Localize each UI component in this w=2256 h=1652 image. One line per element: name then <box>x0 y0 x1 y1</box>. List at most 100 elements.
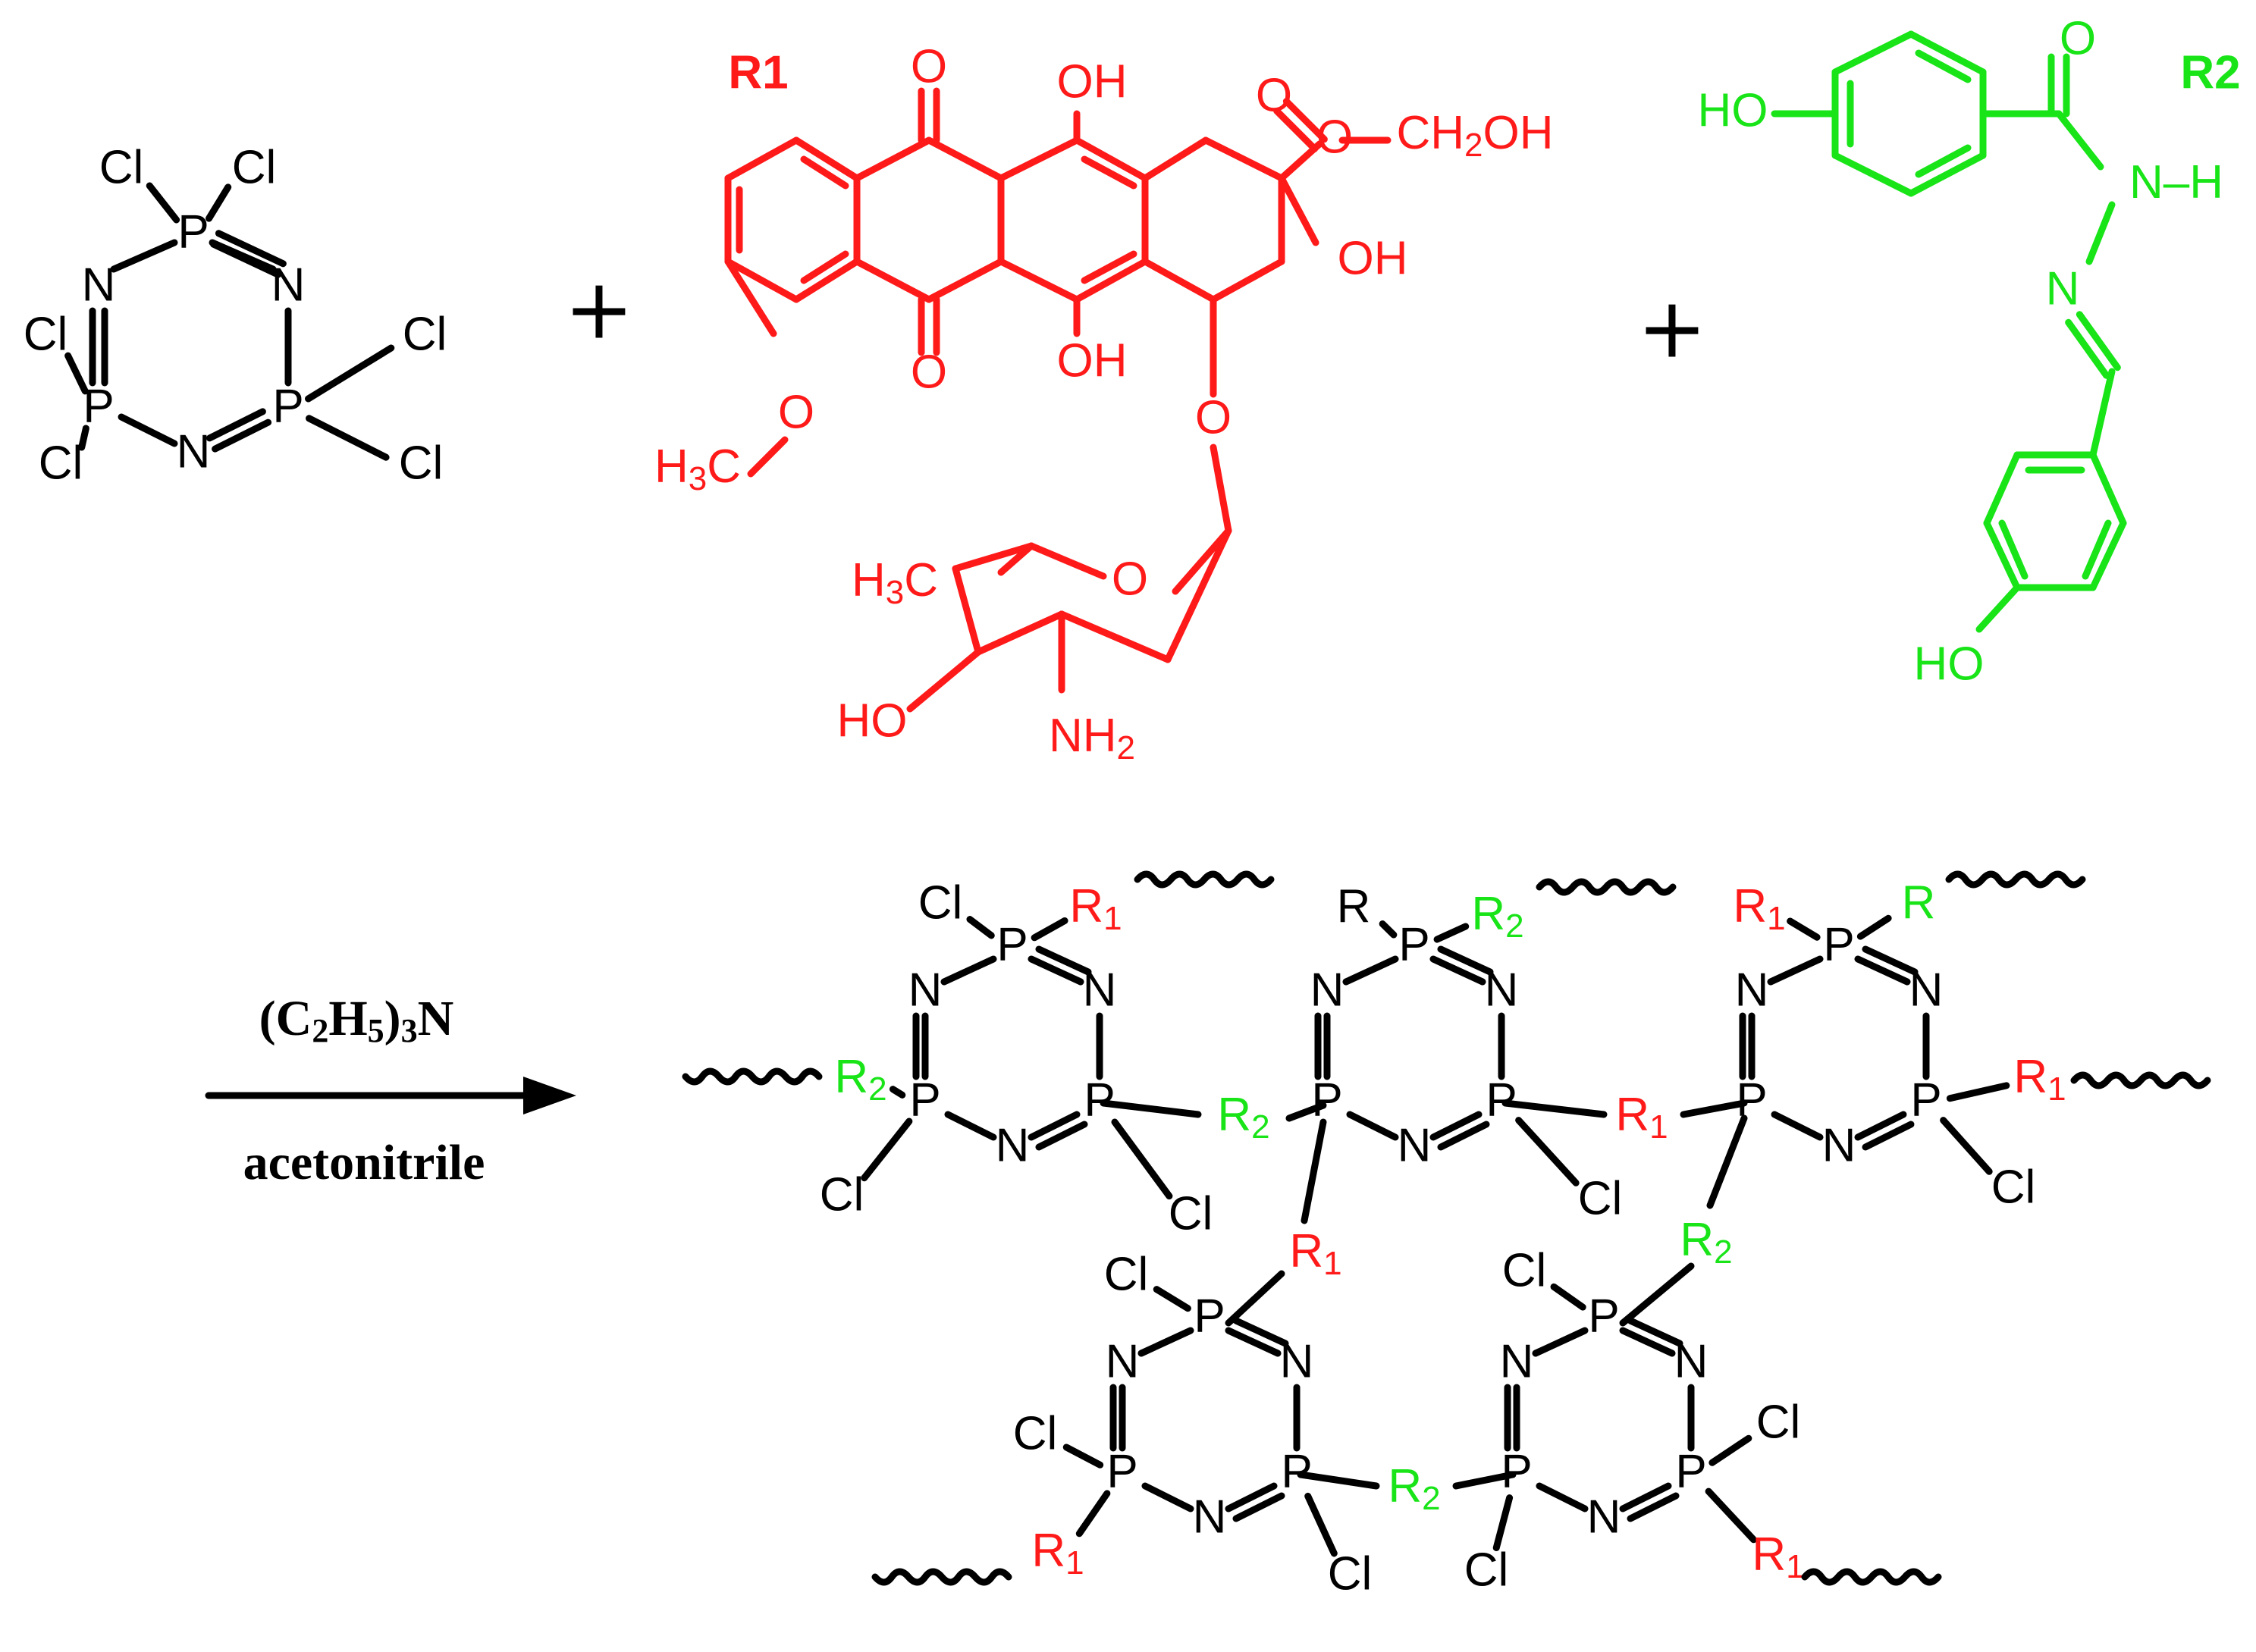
ring-p: P <box>1910 1074 1941 1126</box>
cl-atom: Cl <box>99 141 144 193</box>
oh-group: OH <box>1057 55 1128 108</box>
solvent-label: acetonitrile <box>243 1135 485 1190</box>
ring-bond <box>2082 519 2112 580</box>
ring-n: N <box>1310 964 1345 1016</box>
cl-atom: Cl <box>1756 1396 1801 1448</box>
ring-n: N <box>996 1119 1030 1171</box>
phos-n: N <box>271 259 306 311</box>
cl-bond <box>64 352 89 395</box>
cl-atom: Cl <box>1013 1407 1058 1459</box>
o-atom: O <box>778 386 814 438</box>
link-bond <box>1452 1471 1517 1490</box>
ring-bond <box>1983 451 2021 527</box>
sugar-bond <box>1058 610 1172 663</box>
r1-substituent: R1 <box>2013 1051 2066 1107</box>
ring-bond <box>1073 136 1149 182</box>
ring-p: P <box>1588 1290 1619 1342</box>
r1-substituent: R1 <box>1069 880 1122 936</box>
sub-bond <box>1111 1118 1173 1200</box>
link-bond <box>1501 1099 1608 1118</box>
ring-bond <box>1831 30 1915 76</box>
sugar-bond <box>1028 542 1107 580</box>
ring-bond <box>1141 136 1210 182</box>
ring-bond <box>1532 1327 1589 1357</box>
ho-bond <box>906 648 982 713</box>
ring-bond <box>1028 1111 1081 1141</box>
imine <box>2076 311 2121 371</box>
ring-bond <box>925 258 1005 303</box>
ring-bond <box>215 230 287 268</box>
ring-bond <box>1429 955 1486 986</box>
phos-p: P <box>272 380 303 432</box>
wavy-bond <box>2070 1071 2211 1089</box>
ring-p: P <box>1084 1074 1115 1126</box>
carbonyl <box>1273 107 1319 152</box>
ring-bond <box>1073 258 1149 303</box>
ring-bond <box>206 408 266 442</box>
ho-group: HO <box>837 694 908 747</box>
link-bond <box>1619 1262 1695 1327</box>
ring-bond <box>925 136 1005 182</box>
cl-bond <box>306 415 390 461</box>
ring-bond <box>940 955 997 986</box>
ring-n: N <box>1398 1119 1432 1171</box>
ring-n: N <box>1485 964 1519 1016</box>
cl-atom: Cl <box>1464 1544 1509 1596</box>
cl-bond <box>206 183 232 222</box>
r1-substituent: R1 <box>1752 1528 1804 1585</box>
sub-bond <box>1705 1487 1757 1544</box>
ring-bond <box>1346 1111 1399 1141</box>
link-bond <box>1297 1471 1380 1490</box>
h3c-group: H3C <box>654 440 741 497</box>
o-atom: O <box>911 346 947 398</box>
ring-p: P <box>1675 1445 1706 1497</box>
ring-bond <box>1342 955 1399 986</box>
r1-linker: R1 <box>1615 1089 1668 1145</box>
ring-p: P <box>996 918 1028 970</box>
ring-bond <box>1210 258 1285 303</box>
link-bond <box>1285 1102 1327 1122</box>
plus-sign: + <box>1637 279 1707 376</box>
methoxy-bond <box>747 436 789 478</box>
ring-n: N <box>1083 964 1117 1016</box>
link-bond <box>1225 1270 1285 1327</box>
ring-n: N <box>1822 1119 1856 1171</box>
ring-bond <box>1035 945 1092 976</box>
cl-atom: Cl <box>918 876 963 929</box>
ring-bond <box>110 239 178 273</box>
nh-group: N–H <box>2129 156 2223 208</box>
r2-label: R2 <box>2180 46 2240 99</box>
wavy-bond <box>1536 878 1677 896</box>
sub-bond <box>1153 1286 1191 1312</box>
hydrazone-bond <box>2085 201 2116 265</box>
ring-p: P <box>1501 1445 1532 1497</box>
wavy-bond <box>1801 1568 1942 1586</box>
ring-bond <box>1907 152 1987 197</box>
ring-bond <box>724 136 800 182</box>
link-bond <box>1301 1118 1327 1224</box>
cl-atom: Cl <box>1104 1248 1149 1300</box>
ring-bond <box>792 258 861 303</box>
r-substituent: R <box>1902 876 1936 929</box>
ring-bond <box>1232 1492 1285 1522</box>
ring-bond <box>212 418 272 453</box>
imine <box>2065 318 2110 379</box>
cl-atom: Cl <box>1578 1172 1623 1224</box>
cl-atom: Cl <box>403 308 447 360</box>
ring-bond <box>1907 30 1987 76</box>
r1-substituent: R1 <box>1031 1525 1084 1581</box>
methyl-bond <box>997 542 1035 576</box>
sub-bond <box>1062 1444 1104 1469</box>
ring-p: P <box>1194 1290 1225 1342</box>
wavy-bond <box>871 1568 1012 1586</box>
ring-bond <box>1619 1327 1676 1357</box>
r-substituent: R <box>1337 880 1371 933</box>
plus-sign: + <box>564 260 634 357</box>
ring-bond <box>800 155 849 190</box>
ring-bond <box>1767 955 1824 986</box>
ring-n: N <box>1735 964 1769 1016</box>
ring-bond <box>1202 136 1285 182</box>
ring-bond <box>1983 519 2021 591</box>
ring-p: P <box>1823 918 1854 970</box>
